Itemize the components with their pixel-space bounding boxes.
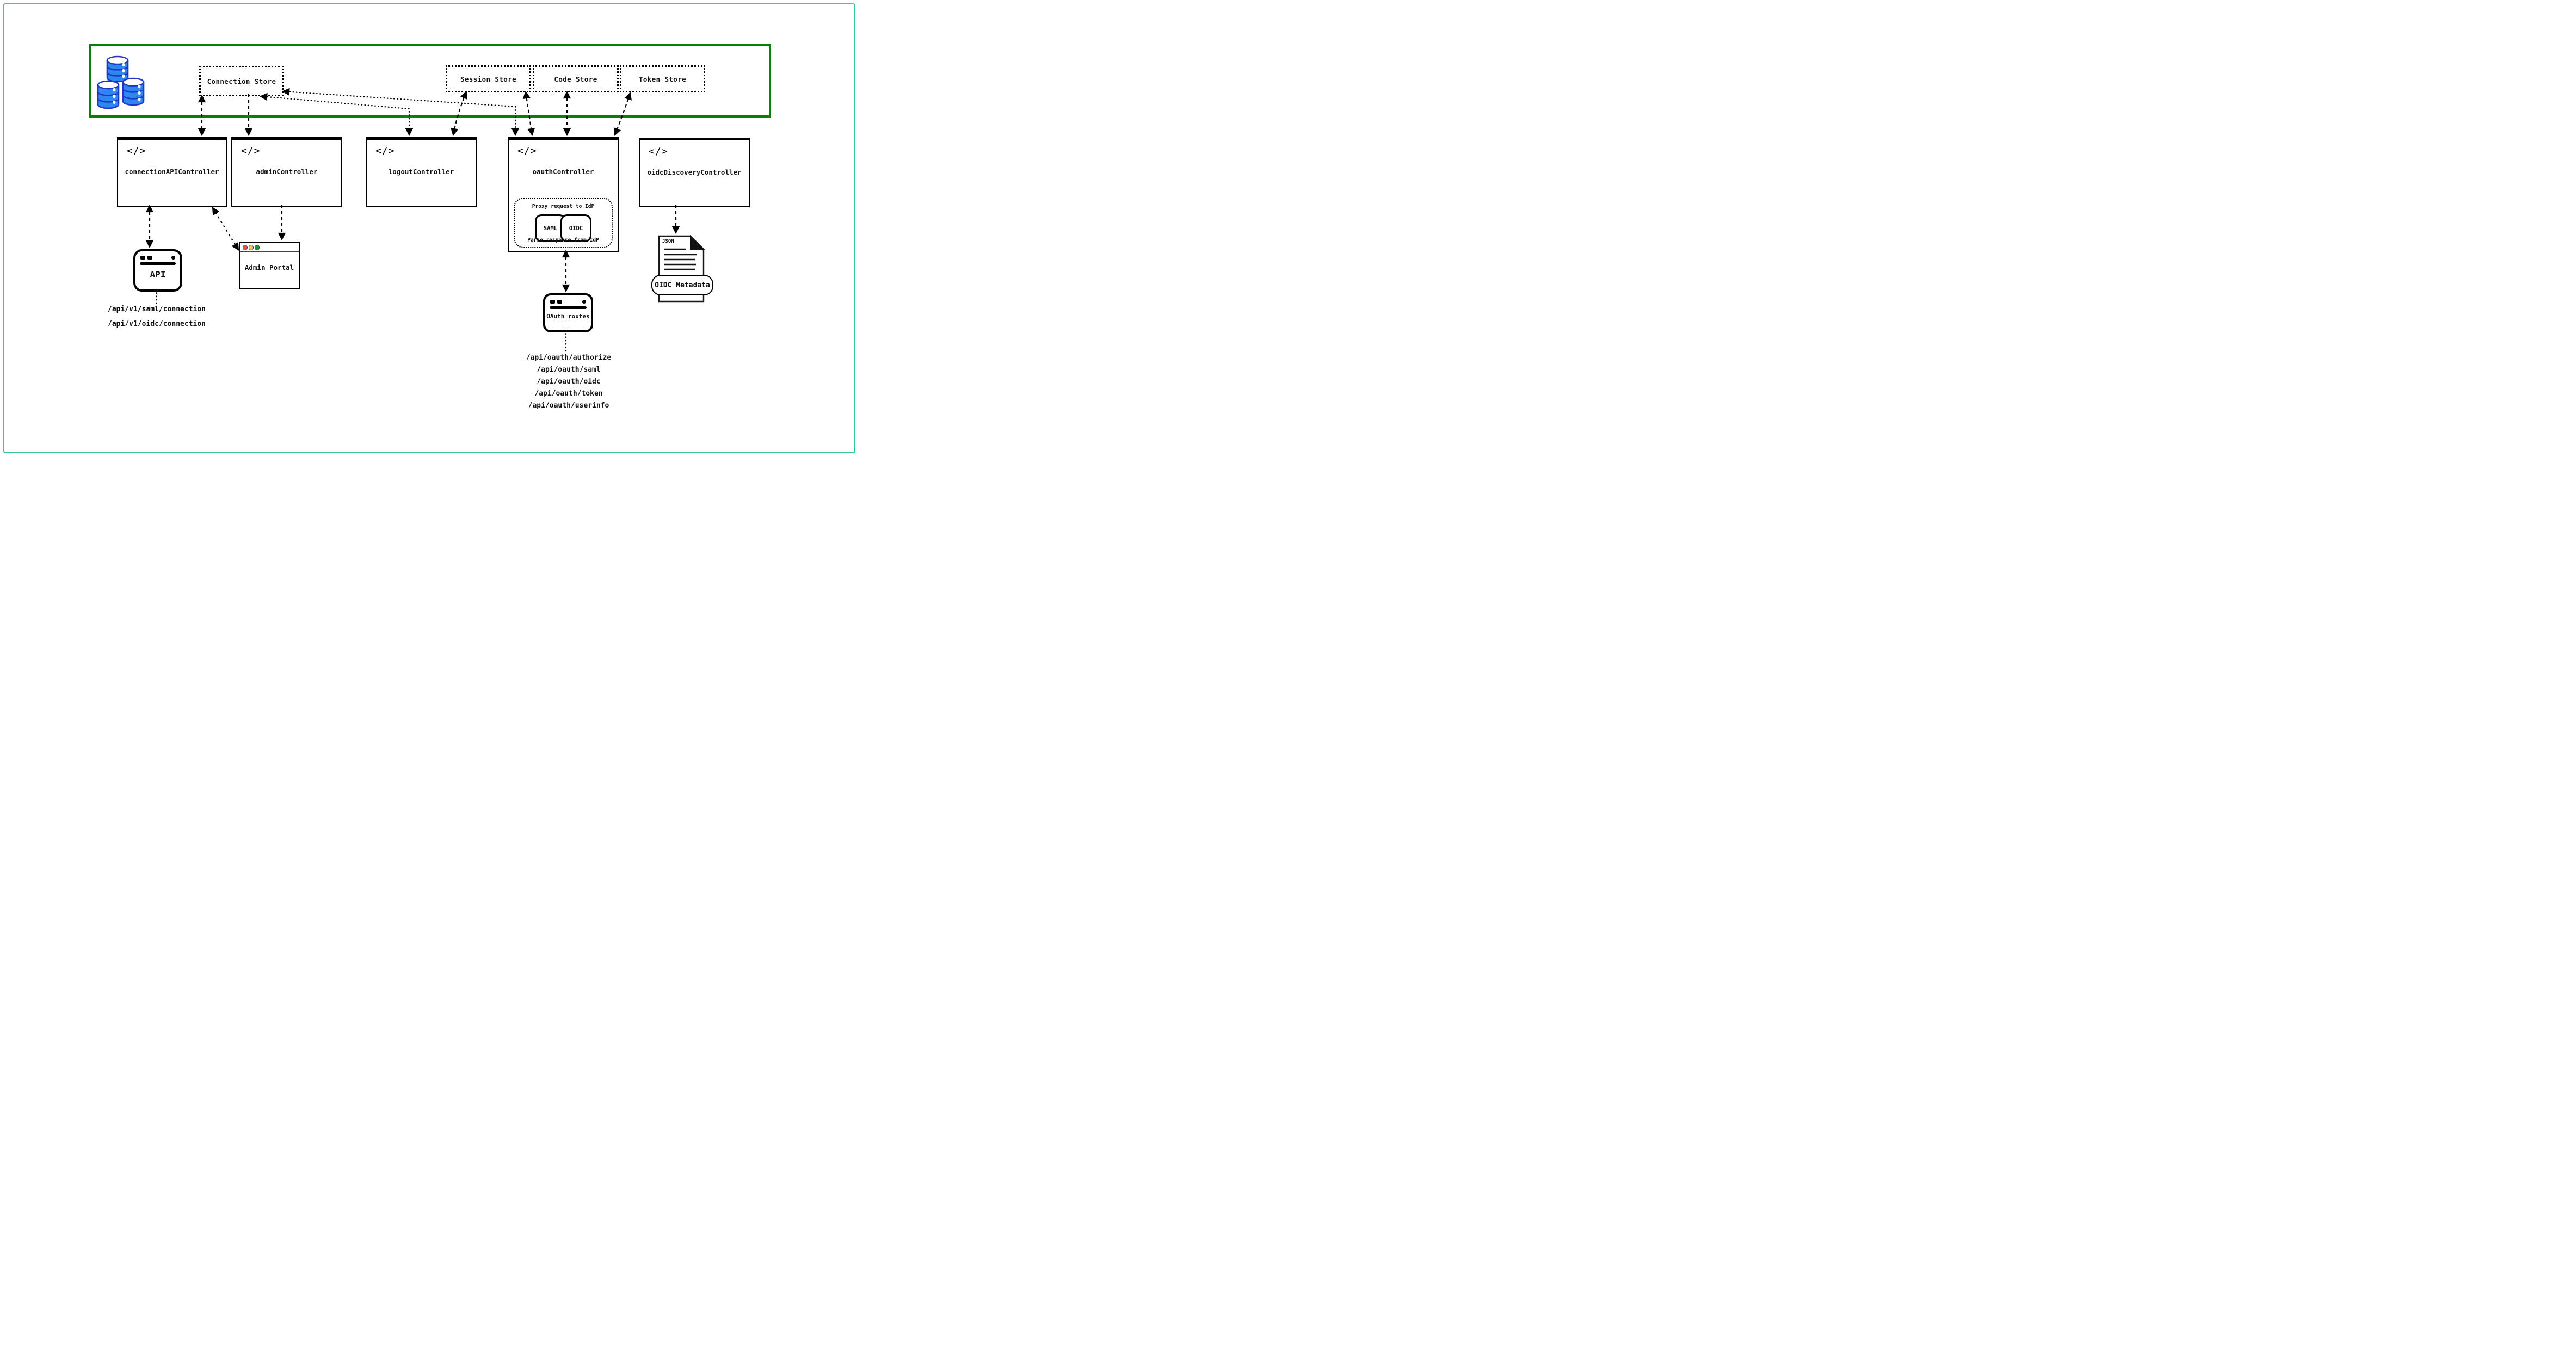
oidc-label: OIDC	[569, 225, 583, 232]
proxy-request-label: Proxy request to IdP	[532, 203, 595, 209]
oauth-controller-label: oauthController	[532, 168, 594, 176]
code-icon: </>	[241, 145, 261, 157]
code-icon: </>	[649, 146, 668, 157]
maximize-dot-icon	[255, 244, 260, 250]
admin-portal-titlebar	[240, 243, 299, 252]
oidc-discovery-controller-label: oidcDiscoveryController	[647, 168, 742, 176]
saml-label: SAML	[543, 225, 558, 232]
json-doc-type-text: JSON	[662, 239, 674, 244]
oauth-route-path: /api/oauth/token	[534, 390, 603, 398]
oauth-routes-app-icon: OAuth routes	[543, 293, 593, 332]
window-control-square	[147, 256, 152, 260]
admin-portal-window: Admin Portal	[239, 242, 300, 289]
oauth-controller-box: </> oauthController Proxy request to IdP…	[508, 137, 619, 252]
oauth-route-path: /api/oauth/oidc	[537, 378, 601, 386]
close-dot-icon	[243, 244, 248, 250]
oidc-metadata-pill: OIDC Metadata	[651, 275, 713, 295]
connection-store-box: Connection Store	[199, 66, 284, 96]
session-store-box: Session Store	[446, 65, 531, 92]
token-store-label: Token Store	[638, 75, 687, 83]
idp-proxy-box: Proxy request to IdP SAML OIDC Parse res…	[514, 198, 613, 248]
api-route-path: /api/v1/oidc/connection	[108, 320, 206, 328]
connection-store-label: Connection Store	[207, 77, 276, 85]
code-icon: </>	[517, 145, 537, 157]
minimize-dot-icon	[249, 244, 254, 250]
oauth-route-path: /api/oauth/saml	[537, 366, 601, 374]
token-store-box: Token Store	[620, 65, 705, 92]
architecture-diagram: Connection Store Session Store Code Stor…	[0, 0, 859, 456]
window-toolbar-bar	[140, 262, 176, 265]
code-icon: </>	[127, 145, 146, 157]
logout-controller-box: </> logoutController	[366, 137, 477, 207]
api-label: API	[150, 269, 166, 280]
diagram-outer-border	[3, 3, 855, 453]
code-store-box: Code Store	[533, 65, 619, 92]
oauth-route-path: /api/oauth/authorize	[526, 354, 612, 362]
oidc-metadata-label: OIDC Metadata	[655, 281, 710, 289]
connection-api-controller-label: connectionAPIController	[125, 168, 219, 176]
database-stack-icon	[97, 55, 145, 109]
code-icon: </>	[375, 145, 395, 157]
api-app-icon: API	[133, 249, 182, 292]
window-toolbar-bar	[550, 306, 587, 309]
oidc-protocol-box: OIDC	[560, 214, 591, 242]
window-control-square	[140, 256, 145, 260]
window-control-dot	[171, 256, 175, 260]
admin-controller-label: adminController	[256, 168, 318, 176]
window-control-dot	[582, 300, 586, 304]
admin-controller-box: </> adminController	[231, 137, 342, 207]
window-control-square	[550, 300, 555, 304]
oauth-route-path: /api/oauth/userinfo	[528, 402, 609, 410]
window-control-square	[557, 300, 562, 304]
connection-api-controller-box: </> connectionAPIController	[117, 137, 227, 207]
session-store-label: Session Store	[460, 75, 517, 83]
oidc-discovery-controller-box: </> oidcDiscoveryController	[639, 138, 750, 207]
logout-controller-label: logoutController	[388, 168, 454, 176]
code-store-label: Code Store	[554, 75, 597, 83]
oauth-routes-label: OAuth routes	[546, 313, 590, 320]
admin-portal-label: Admin Portal	[244, 263, 294, 271]
parse-response-label: Parse response from IdP	[527, 237, 599, 243]
api-route-path: /api/v1/saml/connection	[108, 305, 206, 313]
